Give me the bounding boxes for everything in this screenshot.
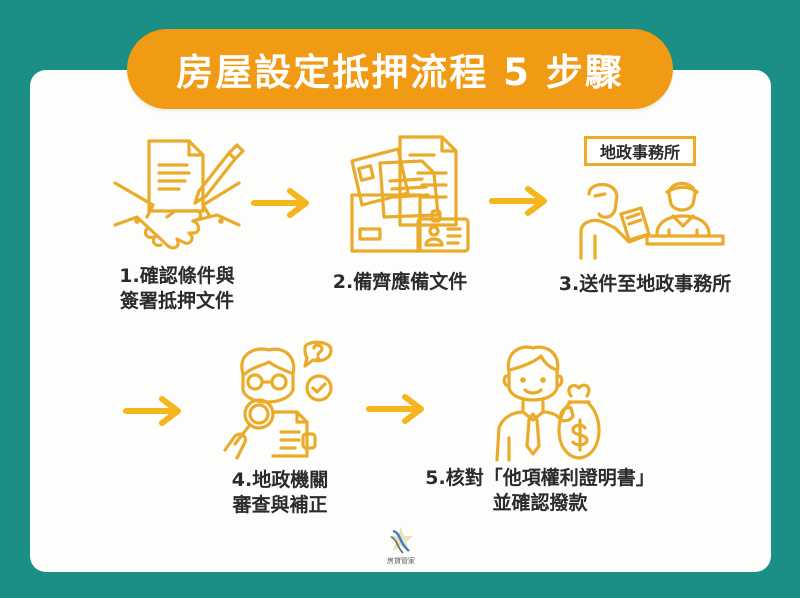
step-4: 4.地政機關 審查與補正 — [190, 340, 370, 518]
step-4-label-line2: 審查與補正 — [232, 494, 328, 516]
step-3-label-line1: 3.送件至地政事務所 — [558, 273, 732, 295]
inspector-magnifier-icon — [223, 340, 333, 460]
logo-text: 房貸管家 — [387, 557, 415, 565]
arrow-right-icon — [489, 186, 547, 216]
man-moneybag-icon — [495, 345, 601, 462]
brand-logo: 房貸管家 — [381, 525, 421, 571]
step-1: 1.確認條件與 簽署抵押文件 — [82, 133, 272, 314]
arrow-right-icon — [366, 394, 424, 424]
step-2-label-line1: 2.備齊應備文件 — [332, 271, 468, 293]
documents-folder-icon — [350, 135, 470, 253]
step-5-label-line2: 並確認撥款 — [492, 492, 588, 514]
step-4-label-line1: 4.地政機關 — [231, 469, 329, 491]
step-4-label: 4.地政機關 審查與補正 — [232, 468, 328, 518]
step-2-label: 2.備齊應備文件 — [333, 270, 467, 295]
step-1-label-line2: 簽署抵押文件 — [119, 290, 234, 312]
step-2: 2.備齊應備文件 — [305, 133, 495, 295]
star-swoosh-logo-icon — [389, 527, 413, 554]
step-3: 3.送件至地政事務所 — [535, 170, 755, 297]
step-5-label: 5.核對「他項權利證明書」 並確認撥款 — [425, 466, 654, 516]
title-banner: 房屋設定抵押流程 5 步驟 — [127, 29, 673, 109]
step-5-label-line1: 5.核對「他項權利證明書」 — [425, 467, 655, 489]
page-title: 房屋設定抵押流程 5 步驟 — [176, 51, 624, 94]
arrow-right-icon — [123, 396, 181, 426]
arrow-right-icon — [251, 188, 309, 218]
office-counter-icon — [579, 181, 725, 260]
office-sign-text: 地政事務所 — [599, 143, 680, 162]
step-1-label-line1: 1.確認條件與 — [119, 265, 235, 287]
step-1-label: 1.確認條件與 簽署抵押文件 — [119, 264, 234, 314]
office-sign: 地政事務所 — [584, 136, 696, 166]
step-5: 5.核對「他項權利證明書」 並確認撥款 — [405, 342, 675, 516]
handshake-contract-icon — [113, 139, 245, 250]
step-3-label: 3.送件至地政事務所 — [559, 272, 731, 297]
